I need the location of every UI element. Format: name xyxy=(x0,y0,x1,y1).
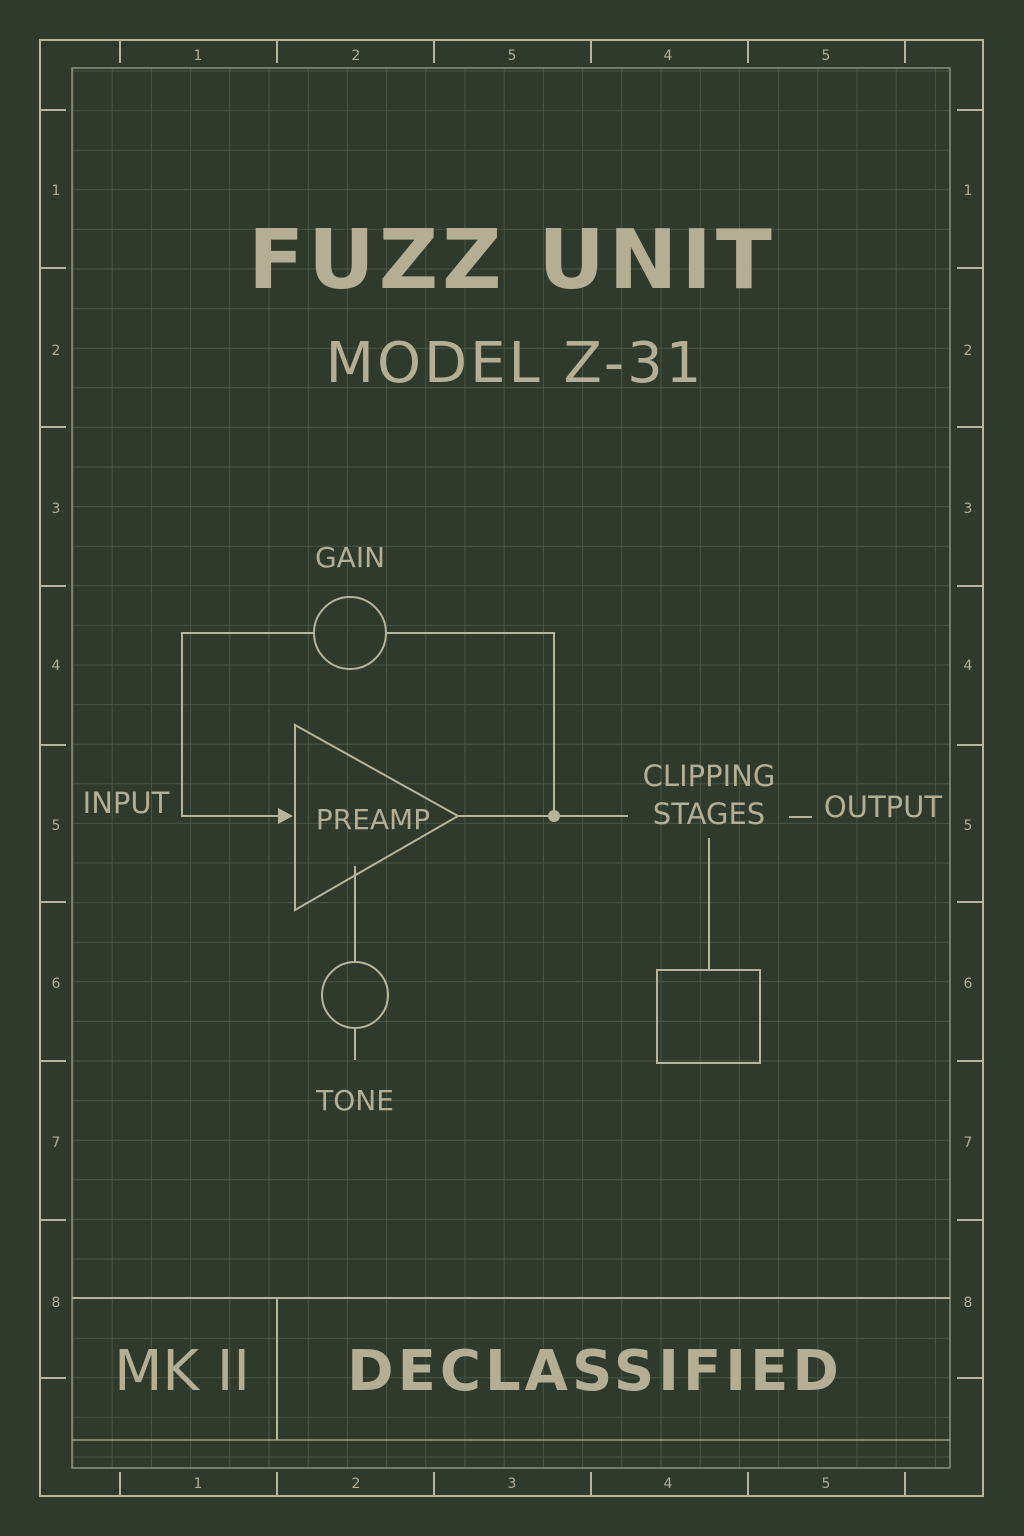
ruler-label-left: 2 xyxy=(52,343,61,359)
ruler-label-right: 4 xyxy=(964,658,973,674)
output-label: OUTPUT xyxy=(824,790,942,824)
ruler-label-bottom: 3 xyxy=(508,1476,517,1492)
gain-label: GAIN xyxy=(315,541,385,574)
preamp-triangle xyxy=(294,723,461,912)
ruler-label-left: 1 xyxy=(52,183,61,199)
ruler-label-left: 6 xyxy=(52,976,61,992)
circuit-diagram: GAIN PREAMP INPUT CLIPPING STAGES OUTPUT… xyxy=(83,541,943,1117)
tone-knob-symbol xyxy=(321,961,389,1029)
clipping-label-2: STAGES xyxy=(653,797,765,831)
ruler-label-left: 4 xyxy=(52,658,61,674)
junction-dot xyxy=(548,810,560,822)
ruler-label-left: 8 xyxy=(52,1295,61,1311)
mark-label: MK II xyxy=(114,1339,250,1404)
subtitle: MODEL Z-31 xyxy=(326,331,705,396)
ruler-label-bottom: 2 xyxy=(352,1476,361,1492)
feedback-wire xyxy=(181,632,314,817)
ruler-label-right: 8 xyxy=(964,1295,973,1311)
ruler-label-left: 3 xyxy=(52,501,61,517)
ruler-label-right: 6 xyxy=(964,976,973,992)
ruler-label-bottom: 1 xyxy=(194,1476,203,1492)
outer-frame xyxy=(39,39,984,1497)
ruler-label-top: 5 xyxy=(508,48,517,64)
ruler-label-top: 1 xyxy=(194,48,203,64)
rulers: 1 2 5 4 5 1 2 3 4 5 1 2 3 4 5 6 7 8 1 2 3 4 5 6 7 8 xyxy=(40,40,983,1496)
ruler-label-right: 2 xyxy=(964,343,973,359)
ruler-label-left: 5 xyxy=(52,818,61,834)
ruler-label-top: 4 xyxy=(664,48,673,64)
title-block: MK II DECLASSIFIED xyxy=(72,1297,950,1441)
arrow-head xyxy=(278,808,293,824)
ruler-label-top: 2 xyxy=(352,48,361,64)
ruler-label-right: 1 xyxy=(964,183,973,199)
clipping-box xyxy=(656,969,761,1064)
ruler-label-bottom: 5 xyxy=(822,1476,831,1492)
ruler-label-left: 7 xyxy=(52,1135,61,1151)
gain-knob-symbol xyxy=(313,596,387,670)
title: FUZZ UNIT xyxy=(248,213,776,308)
feedback-wire-right xyxy=(386,632,555,816)
tone-label: TONE xyxy=(315,1084,394,1117)
ruler-label-right: 3 xyxy=(964,501,973,517)
preamp-label: PREAMP xyxy=(316,803,430,836)
ruler-label-right: 5 xyxy=(964,818,973,834)
ruler-label-right: 7 xyxy=(964,1135,973,1151)
ruler-label-top: 5 xyxy=(822,48,831,64)
clipping-label-1: CLIPPING xyxy=(643,759,776,793)
ruler-label-bottom: 4 xyxy=(664,1476,673,1492)
inner-frame xyxy=(71,67,951,1469)
status-label: DECLASSIFIED xyxy=(347,1339,843,1404)
input-label: INPUT xyxy=(83,786,170,820)
grid-lines xyxy=(72,68,950,1468)
